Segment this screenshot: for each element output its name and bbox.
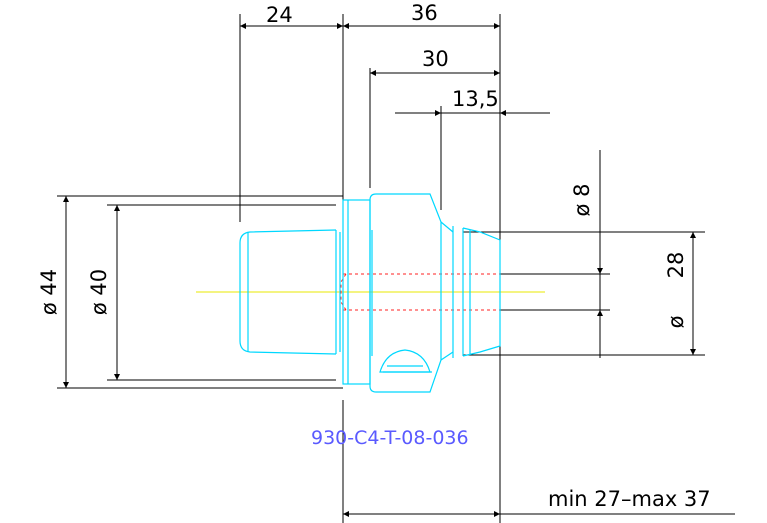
dimension-lines [57,14,735,523]
hidden-bore [340,273,500,311]
dim-text-diameter-28: 28 [664,252,688,279]
part-outline [239,193,501,393]
right-shank [462,227,501,357]
dim-text-36: 36 [411,1,438,25]
main-body [369,193,442,393]
dim-text-24: 24 [266,3,293,27]
dim-text-diameter-40: ø 40 [87,269,111,315]
dim-text-diameter-8: ø 8 [570,184,594,217]
dim-text-diameter-44: ø 44 [37,269,61,315]
dim-text-length-range: min 27–max 37 [548,487,711,511]
left-shank [239,229,337,355]
clamping-slot [379,349,431,373]
part-number-label: 930-C4-T-08-036 [311,427,469,449]
dim-text-diameter-28-symbol: ø [664,315,688,328]
dim-text-30: 30 [422,47,449,71]
dim-text-13-5: 13,5 [452,87,499,111]
